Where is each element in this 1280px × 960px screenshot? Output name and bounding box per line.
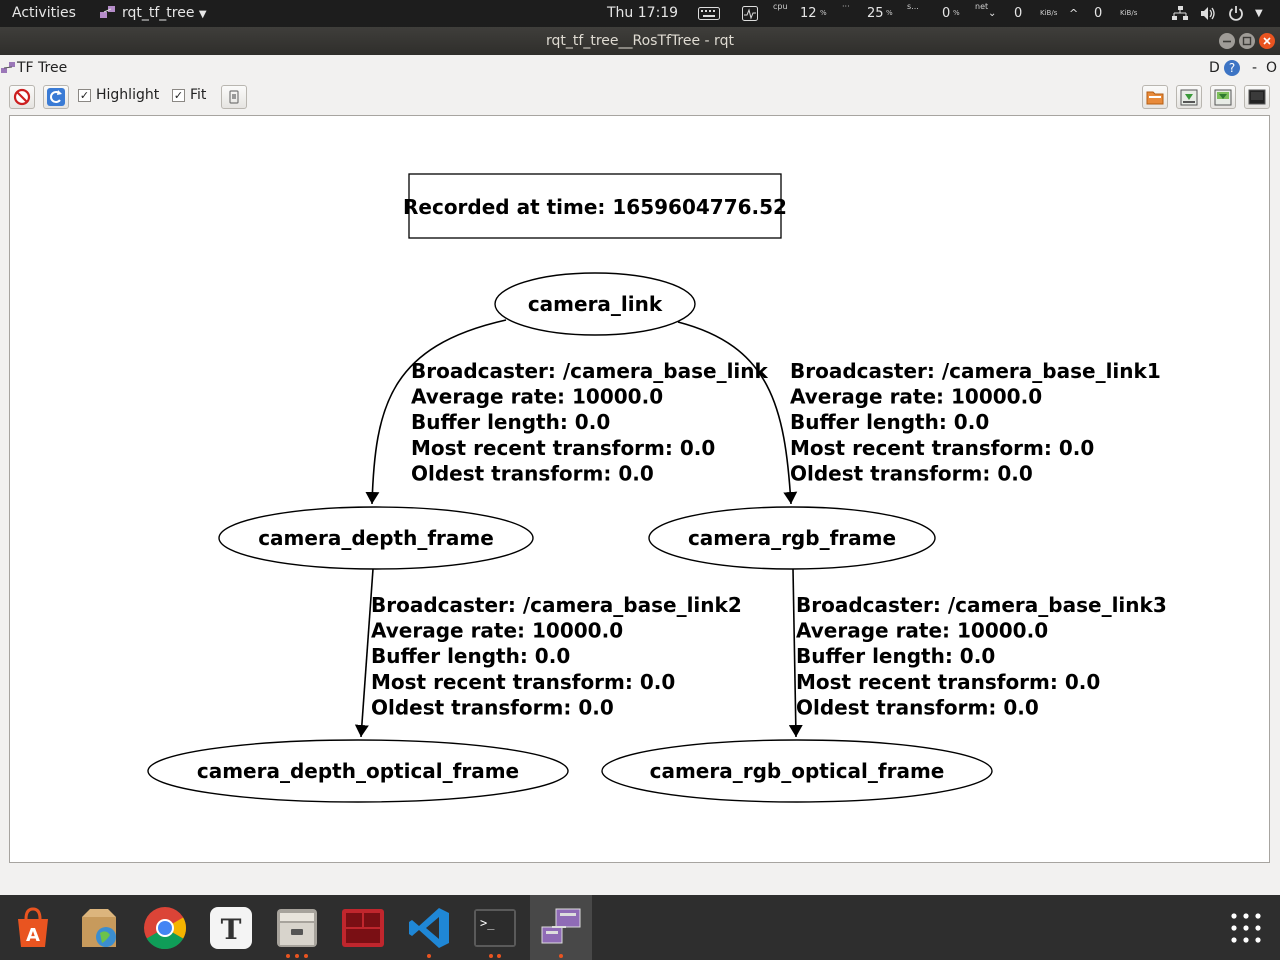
minimize-button[interactable] [1219,33,1235,49]
folder-icon [1146,91,1164,105]
chrome-icon[interactable] [142,905,188,951]
network-icon[interactable] [1172,6,1188,20]
archive-manager-icon[interactable] [76,905,122,951]
swap-value: 0 [942,6,951,21]
net-down-value: 0 [1014,6,1023,21]
files-icon[interactable] [274,905,320,958]
window-titlebar[interactable]: rqt_tf_tree__RosTfTree - rqt [0,27,1280,55]
close-plugin-button[interactable]: O [1266,60,1278,76]
rqt-main-area: TF Tree D ? - O ✓ Highlight ✓ Fit [0,55,1280,895]
text-editor-glyph: T [221,913,242,946]
show-applications-icon[interactable] [1230,912,1262,944]
system-monitor-icon[interactable] [742,6,758,21]
fit-view-icon [229,90,239,104]
memory-label: ··· [842,2,850,11]
system-menu-chevron-icon[interactable]: ▼ [1255,8,1263,19]
text-editor-icon[interactable]: T [208,905,254,951]
edge-camera_link-to-camera_depth_frame [365,319,507,505]
dock: A T >_ [0,895,1280,960]
tf-tree-plugin-icon [1,61,16,79]
software-glyph: A [26,925,40,946]
save-svg-icon [1214,89,1232,106]
ubuntu-software-icon[interactable]: A [10,905,56,951]
node-label-camera_rgb_optical_frame: camera_rgb_optical_frame [650,759,945,783]
net-up-arrow-icon: ^ [1069,7,1079,20]
terminal-icon[interactable]: >_ [472,905,518,958]
memory-value: 25 [867,6,884,21]
tf-toolbar: ✓ Highlight ✓ Fit [0,82,1280,112]
maximize-button[interactable] [1239,33,1255,49]
net-label: net [975,2,989,11]
window-title: rqt_tf_tree__RosTfTree - rqt [546,33,734,49]
save-dot-button[interactable] [1176,85,1202,109]
rqt-icon[interactable] [538,905,584,958]
clear-button[interactable] [9,85,35,109]
save-dot-icon [1180,89,1198,106]
fit-view-button[interactable] [221,85,247,109]
highlight-label[interactable]: Highlight [96,87,160,103]
recorded-time-box [408,173,782,239]
terminal-glyph: >_ [480,916,495,930]
fit-label[interactable]: Fit [190,87,207,103]
close-button[interactable] [1259,33,1275,49]
volume-icon[interactable] [1200,6,1216,20]
keyboard-icon[interactable] [698,7,720,20]
node-label-camera_depth_optical_frame: camera_depth_optical_frame [197,759,519,783]
minimize-plugin-button[interactable]: - [1252,60,1258,76]
node-camera_rgb_frame[interactable] [648,506,936,570]
edge-camera_link-to-camera_rgb_frame [677,321,798,505]
terminator-icon[interactable] [340,905,386,951]
dock-plugin-button[interactable]: D [1209,60,1220,76]
save-svg-button[interactable] [1210,85,1236,109]
refresh-button[interactable] [43,85,69,109]
stop-icon [13,88,31,106]
node-label-camera_link: camera_link [528,292,663,316]
refresh-icon [47,88,65,106]
node-label-camera_depth_frame: camera_depth_frame [258,526,494,550]
node-camera_link[interactable] [494,272,696,336]
edge-camera_rgb_frame-to-camera_rgb_optical_frame [788,568,803,738]
swap-label: s... [907,2,919,11]
load-dot-button[interactable] [1142,85,1168,109]
save-image-icon [1248,89,1266,105]
net-up-unit: KiB/s [1120,9,1138,17]
recorded-time-label: Recorded at time: 1659604776.52 [403,195,787,219]
edge-camera_depth_frame-to-camera_depth_optical_frame [354,568,374,738]
net-down-unit: KiB/s [1040,9,1058,17]
power-icon[interactable] [1228,5,1244,21]
activities-button[interactable]: Activities [12,5,76,21]
node-camera_depth_optical_frame[interactable] [147,739,569,803]
plugin-title: TF Tree [17,60,68,76]
vscode-icon[interactable] [406,905,452,958]
node-label-camera_rgb_frame: camera_rgb_frame [688,526,896,550]
net-up-value: 0 [1094,6,1103,21]
net-down-arrow-icon: ⌄ [988,8,997,19]
highlight-checkbox[interactable]: ✓ [78,89,91,102]
clock[interactable]: Thu 17:19 [607,5,679,21]
cpu-unit: % [820,9,827,17]
memory-unit: % [886,9,893,17]
fit-checkbox[interactable]: ✓ [172,89,185,102]
node-camera_rgb_optical_frame[interactable] [601,739,993,803]
cpu-value: 12 [800,6,817,21]
node-camera_depth_frame[interactable] [218,506,534,570]
top-bar: Activities rqt_tf_tree ▼ Thu 17:19 cpu 1… [0,0,1280,27]
save-image-button[interactable] [1244,85,1270,109]
app-menu[interactable]: rqt_tf_tree ▼ [122,0,207,27]
tf-graph: Recorded at time: 1659604776.52Broadcast… [147,173,1167,803]
app-menu-label: rqt_tf_tree [122,5,195,21]
plugin-header: TF Tree D ? - O [0,55,1280,82]
rqt-app-icon [100,6,116,20]
cpu-label: cpu [773,2,788,11]
swap-unit: % [953,9,960,17]
chevron-down-icon: ▼ [198,9,207,20]
help-icon[interactable]: ? [1224,60,1240,76]
